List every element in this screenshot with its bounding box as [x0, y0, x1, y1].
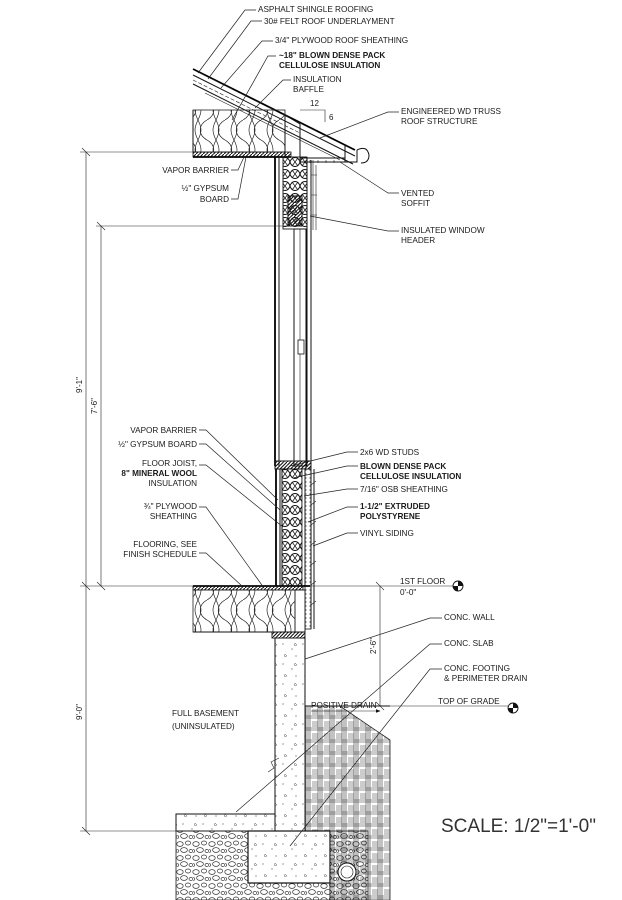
dim-basement: 9'-0": [75, 704, 84, 720]
positive-drain-note: POSITIVE DRAIN: [311, 701, 381, 713]
label-xps-1: 1-1/2" EXTRUDED: [360, 502, 430, 511]
dimension-lines: [80, 147, 512, 836]
label-ply-floor-2: SHEATHING: [150, 512, 197, 521]
label-cellulose-roof-2: CELLULOSE INSULATION: [279, 61, 380, 70]
label-asphalt-shingle: ASPHALT SHINGLE ROOFING: [258, 5, 373, 14]
label-studs: 2x6 WD STUDS: [360, 448, 420, 457]
label-felt-underlayment: 30# FELT ROOF UNDERLAYMENT: [264, 17, 395, 26]
label-conc-slab: CONC. SLAB: [444, 639, 494, 648]
label-baffle-2: BAFFLE: [293, 85, 324, 94]
first-floor-name: 1ST FLOOR: [400, 577, 445, 586]
label-gypsum-top-2: BOARD: [200, 195, 229, 204]
label-truss-2: ROOF STRUCTURE: [401, 117, 478, 126]
label-gypsum-wall: ½" GYPSUM BOARD: [118, 440, 197, 449]
label-vapor-barrier-top: VAPOR BARRIER: [162, 166, 229, 175]
dim-window-height: 7'-6": [90, 398, 99, 414]
dim-floor-to-grade: 2'-6": [369, 638, 378, 654]
label-joist-3: INSULATION: [148, 479, 197, 488]
label-footing-1: CONC. FOOTING: [444, 664, 510, 673]
label-cellulose-wall-1: BLOWN DENSE PACK: [360, 462, 446, 471]
level-marker-grade: TOP OF GRADE: [438, 697, 519, 714]
label-vapor-barrier-wall: VAPOR BARRIER: [130, 426, 197, 435]
label-header-1: INSULATED WINDOW: [401, 226, 485, 235]
label-siding: VINYL SIDING: [360, 529, 414, 538]
foundation: [175, 637, 391, 900]
label-conc-wall: CONC. WALL: [444, 613, 495, 622]
slope-run: 12: [310, 99, 319, 108]
positive-drain-label: POSITIVE DRAIN: [311, 701, 377, 710]
label-flooring-1: FLOORING, SEE: [133, 540, 197, 549]
dim-overall-upper: 9'-1": [75, 377, 84, 393]
label-osb: 7/16" OSB SHEATHING: [360, 485, 448, 494]
floor-system: [192, 585, 310, 639]
room-label-1: FULL BASEMENT: [172, 709, 239, 718]
label-header-2: HEADER: [401, 236, 435, 245]
scale-label: SCALE: 1/2"=1'-0": [441, 816, 596, 837]
label-cellulose-roof-1: ~18" BLOWN DENSE PACK: [279, 51, 385, 60]
label-footing-2: & PERIMETER DRAIN: [444, 674, 527, 683]
level-marker-first-floor: 1ST FLOOR 0'-0": [400, 577, 464, 597]
grade-label: TOP OF GRADE: [438, 697, 500, 706]
upper-wall: [274, 156, 317, 467]
slope-rise: 6: [329, 113, 334, 122]
label-truss-1: ENGINEERED WD TRUSS: [401, 107, 501, 116]
label-cellulose-wall-2: CELLULOSE INSULATION: [360, 472, 461, 481]
label-baffle-1: INSULATION: [293, 75, 342, 84]
room-label-2: (UNINSULATED): [172, 722, 235, 731]
label-soffit-2: SOFFIT: [401, 199, 430, 208]
label-flooring-2: FINISH SCHEDULE: [123, 550, 197, 559]
label-joist-2: 8" MINERAL WOOL: [121, 469, 197, 478]
first-floor-elev: 0'-0": [400, 588, 416, 597]
label-soffit-1: VENTED: [401, 189, 434, 198]
label-ply-floor-1: ¾" PLYWOOD: [144, 502, 197, 511]
label-plywood-roof: 3/4" PLYWOOD ROOF SHEATHING: [275, 36, 408, 45]
label-gypsum-top-1: ½" GYPSUM: [182, 184, 230, 193]
roof-assembly: 12 6: [192, 68, 370, 165]
label-xps-2: POLYSTYRENE: [360, 512, 421, 521]
leader-lines: [197, 9, 442, 847]
label-joist-1: FLOOR JOIST,: [142, 459, 197, 468]
